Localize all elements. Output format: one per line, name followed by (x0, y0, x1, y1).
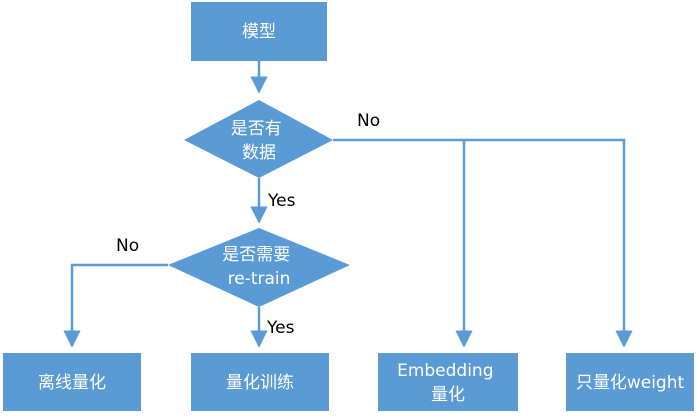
node-offline-quant-text: 离线量化 (38, 373, 106, 393)
node-embedding-quant-line-2: 量化 (431, 385, 465, 405)
node-has-data-diamond (184, 100, 333, 178)
node-has-data-text: 是否有 数据 (231, 119, 287, 163)
edge-has-data-to-weight-only (333, 138, 633, 348)
node-need-retrain: 是否需要 re-train (168, 228, 350, 307)
node-model: 模型 (191, 2, 327, 61)
node-has-data-line-1: 是否有 (231, 119, 282, 139)
edge-retrain-to-offline-quant (63, 263, 168, 348)
node-offline-quant-box (3, 353, 141, 411)
node-has-data: 是否有 数据 (184, 100, 333, 178)
node-embedding-quant-text: Embedding 量化 (397, 361, 499, 405)
node-quant-train-box (191, 353, 329, 411)
node-quant-train: 量化训练 (191, 353, 329, 411)
node-embedding-quant-box (378, 353, 518, 411)
edges (63, 61, 633, 348)
node-weight-only-box (566, 353, 694, 411)
node-offline-quant: 离线量化 (3, 353, 141, 411)
edge-label-retrain-yes: Yes (267, 318, 295, 338)
node-need-retrain-text: 是否需要 re-train (222, 245, 295, 289)
node-quant-train-text: 量化训练 (226, 373, 294, 393)
node-weight-only: 只量化weight (566, 353, 694, 411)
node-need-retrain-diamond (168, 228, 350, 307)
node-model-box (191, 2, 327, 61)
edge-label-has-data-no: No (357, 111, 381, 131)
edge-label-has-data-yes: Yes (268, 191, 296, 211)
node-weight-only-line: 只量化weight (576, 373, 685, 393)
node-embedding-quant: Embedding 量化 (378, 353, 518, 411)
node-need-retrain-line-2: re-train (228, 269, 291, 289)
node-need-retrain-line-1: 是否需要 (222, 245, 290, 265)
node-offline-quant-line: 离线量化 (38, 373, 106, 393)
node-model-line: 模型 (242, 22, 276, 42)
node-embedding-quant-line-1: Embedding (397, 361, 493, 381)
node-model-text: 模型 (242, 22, 276, 42)
edge-label-retrain-no: No (116, 236, 140, 256)
node-has-data-line-2: 数据 (242, 143, 276, 163)
node-quant-train-line: 量化训练 (226, 373, 294, 393)
node-weight-only-text: 只量化weight (576, 373, 685, 393)
